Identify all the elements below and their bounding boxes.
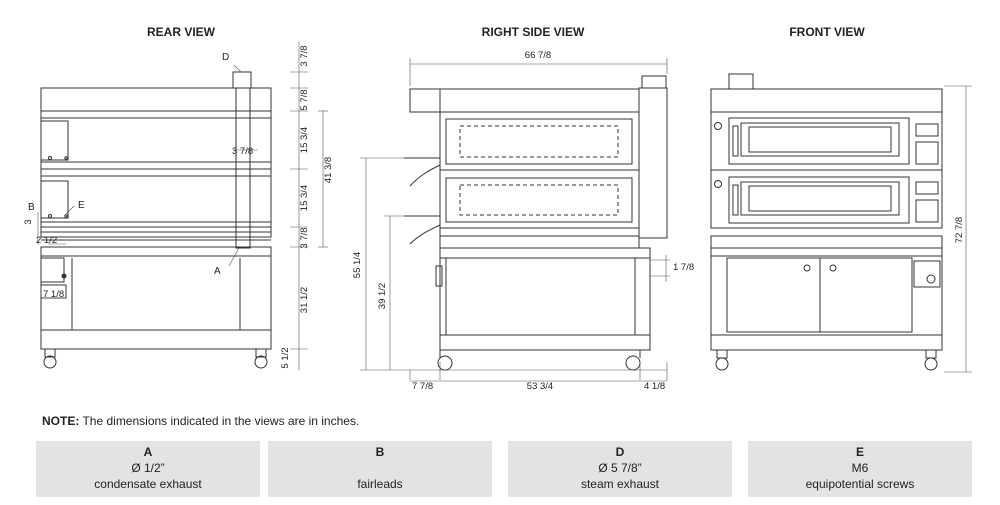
note-text: The dimensions indicated in the views ar… [79,414,360,428]
dim-rear-total: 41 3/8 [323,157,334,183]
dim-rear-deck2: 15 3/4 [299,185,310,211]
legend-size: Ø 1/2” [131,461,165,475]
callout-b: B [28,202,35,213]
dim-rear-band: 3 7/8 [299,227,310,248]
dim-rear-feet: 5 1/2 [280,347,291,368]
technical-drawing: REAR VIEW [23,25,972,392]
dim-side-height: 55 1/4 [352,252,363,278]
front-view-oven [710,73,943,371]
dim-rear-left1: 3 [23,219,34,224]
dim-side-front: 7 7/8 [412,381,433,392]
dim-side-outlet: 1 7/8 [673,262,694,273]
front-view-dimensions [944,85,972,373]
legend-cell-d: D Ø 5 7/8” steam exhaust [508,441,732,497]
legend-cell-b: B fairleads [268,441,492,497]
callout-a: A [214,266,221,277]
callout-d: D [222,52,229,63]
legend-table: A Ø 1/2” condensate exhaust B fairleads … [36,441,982,497]
dim-side-mid: 39 1/2 [377,283,388,309]
note: NOTE: The dimensions indicated in the vi… [42,414,359,428]
front-view-title: FRONT VIEW [789,25,865,39]
legend-key: A [143,445,153,459]
legend-desc: steam exhaust [580,477,660,491]
dim-side-depth: 53 3/4 [527,381,553,392]
side-view-oven [404,75,668,371]
callout-e: E [78,200,85,211]
dim-rear-deck1: 15 3/4 [299,127,310,153]
legend-desc: condensate exhaust [94,477,202,491]
dim-rear-crown: 5 7/8 [299,89,310,110]
side-view-dimensions [360,58,670,382]
legend-desc: equipotential screws [805,477,915,491]
legend-key: E [855,445,864,459]
rear-view-oven [40,71,272,369]
note-label: NOTE: [42,414,80,428]
rear-view-title: REAR VIEW [147,25,216,39]
legend-cell-a: A Ø 1/2” condensate exhaust [36,441,260,497]
legend-cell-e: E M6 equipotential screws [748,441,972,497]
dim-rear-left2: 2 1/2 [36,235,57,246]
dim-rear-top: 3 7/8 [299,45,310,66]
legend-size [268,460,492,476]
dim-side-back: 4 1/8 [644,381,665,392]
dim-rear-base: 31 1/2 [299,287,310,313]
dim-side-width: 66 7/8 [525,50,551,61]
legend-key: D [615,445,625,459]
rear-view-dimensions [37,42,328,370]
legend-key: B [375,445,385,459]
side-view-title: RIGHT SIDE VIEW [482,25,585,39]
legend-size: M6 [851,461,869,475]
dim-rear-left3: 7 1/8 [43,289,64,300]
legend-size: Ø 5 7/8” [598,461,642,475]
legend-desc: fairleads [357,477,403,491]
dim-front-height: 72 7/8 [954,217,965,243]
dim-rear-pipe: 3 7/8 [232,146,253,157]
